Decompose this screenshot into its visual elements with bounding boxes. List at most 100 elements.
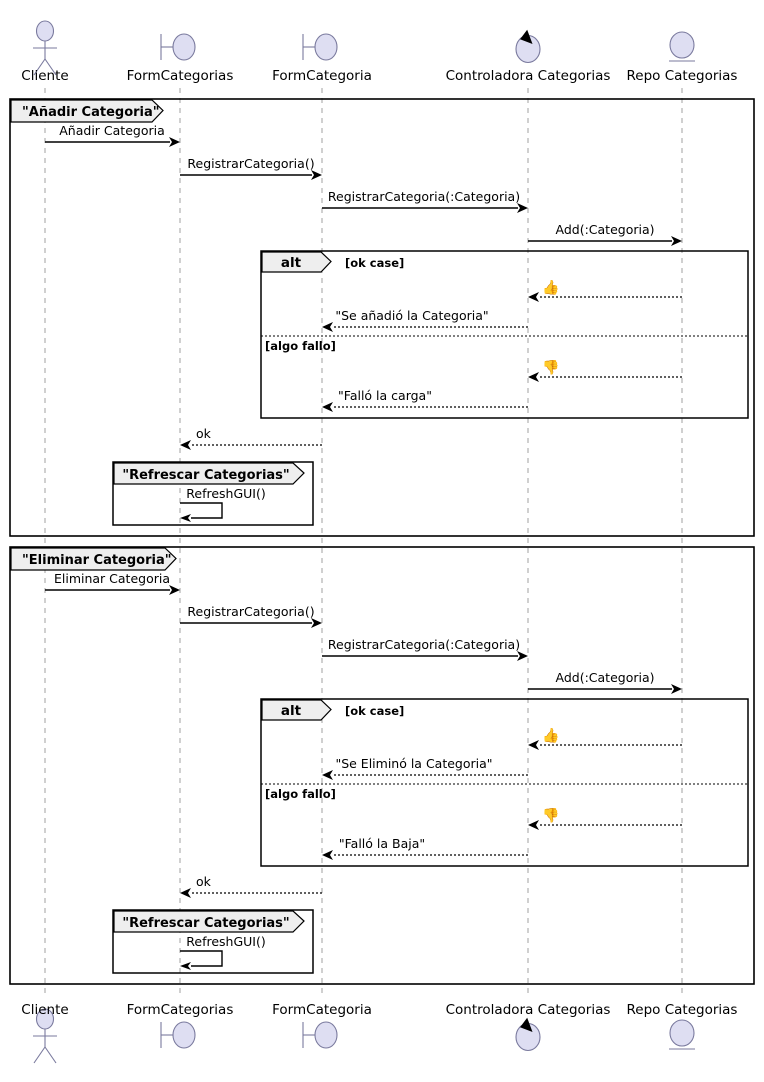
message-arrowhead-m17 <box>322 850 333 860</box>
alt-fragment-alt-anadir: alt [ok case] [algo fallo] <box>260 250 749 419</box>
message-arrowhead-m13 <box>671 684 682 694</box>
control-icon-controladora-bottom <box>515 1017 541 1052</box>
alt-guard-second-alt-eliminar: [algo fallo] <box>265 787 336 801</box>
message-arrowhead-m12 <box>517 651 528 661</box>
participant-label-repo-bottom: Repo Categorias <box>627 1002 738 1018</box>
alt-guard-first-alt-anadir: [ok case] <box>345 256 404 270</box>
fragment-title-anadir: "Añadir Categoria" <box>22 105 160 120</box>
actor-icon-cliente-top <box>33 20 57 76</box>
alt-fragments-group: alt [ok case] [algo fallo] alt [ok case] [alg… <box>260 250 749 867</box>
message-label-m6: "Se añadió la Categoria" <box>335 308 488 323</box>
thumbs-down-icon: 👎 <box>542 359 559 376</box>
participant-label-formcats-bottom: FormCategorias <box>127 1002 234 1018</box>
message-arrowhead-m18 <box>180 888 191 898</box>
message-m5: 👍 <box>528 279 682 302</box>
message-arrowhead-m8 <box>322 402 333 412</box>
participant-label-repo-top: Repo Categorias <box>627 68 738 84</box>
thumbs-up-icon: 👍 <box>542 727 559 744</box>
self-message-label-refrescar-eliminar: RefreshGUI() <box>186 934 265 949</box>
control-icon-controladora-top <box>515 29 541 64</box>
alt-guard-second-alt-anadir: [algo fallo] <box>265 339 336 353</box>
message-label-m10: Eliminar Categoria <box>54 571 170 586</box>
fragments-group: "Añadir Categoria" "Eliminar Categoria" <box>9 98 755 985</box>
message-m12: RegistrarCategoria(:Categoria) <box>322 637 528 661</box>
message-m1: Añadir Categoria <box>45 123 180 147</box>
participant-label-formcat-top: FormCategoria <box>272 68 372 84</box>
message-arrowhead-m10 <box>169 585 180 595</box>
message-arrowhead-m7 <box>528 372 539 382</box>
message-m9: ok <box>180 426 322 450</box>
fragment-anadir: "Añadir Categoria" <box>9 98 755 537</box>
entity-icon-repo-top <box>669 31 695 62</box>
message-label-m18: ok <box>196 874 212 889</box>
self-message-label-refrescar-anadir: RefreshGUI() <box>186 486 265 501</box>
message-m11: RegistrarCategoria() <box>180 604 322 628</box>
message-arrowhead-m6 <box>322 322 333 332</box>
ref-fragment-title-refrescar-anadir: "Refrescar Categorias" <box>122 468 289 483</box>
message-m13: Add(:Categoria) <box>528 670 682 694</box>
participant-label-formcats-top: FormCategorias <box>127 68 234 84</box>
message-arrowhead-m16 <box>528 820 539 830</box>
message-m8: "Falló la carga" <box>322 388 528 412</box>
message-label-m1: Añadir Categoria <box>59 123 165 138</box>
participant-label-controladora-top: Controladora Categorias <box>446 68 611 84</box>
ref-fragment-refrescar-anadir: "Refrescar Categorias" RefreshGUI() <box>112 461 314 526</box>
message-m4: Add(:Categoria) <box>528 222 682 246</box>
message-arrowhead-m2 <box>311 170 322 180</box>
ref-fragment-refrescar-eliminar: "Refrescar Categorias"RefreshGUI() <box>112 909 314 974</box>
boundary-icon-formcat-bottom <box>302 1021 338 1049</box>
message-arrowhead-m3 <box>517 203 528 213</box>
self-message-line-refrescar-eliminar <box>180 950 223 967</box>
alt-fragment-alt-eliminar: alt [ok case] [algo fallo] <box>260 698 749 867</box>
boundary-icon-formcat-top <box>302 33 338 61</box>
message-m15: "Se Eliminó la Categoria" <box>322 756 528 780</box>
actor-icon-cliente-bottom <box>33 1008 57 1064</box>
message-m6: "Se añadió la Categoria" <box>322 308 528 332</box>
message-label-m17: "Falló la Baja" <box>339 836 425 851</box>
message-arrowhead-m5 <box>528 292 539 302</box>
boundary-icon-formcats-top <box>160 33 196 61</box>
alt-guard-first-alt-eliminar: [ok case] <box>345 704 404 718</box>
message-arrowhead-m9 <box>180 440 191 450</box>
self-message-line-refrescar-anadir <box>180 502 223 519</box>
participant-label-cliente-top: Cliente <box>21 68 68 84</box>
message-arrowhead-m4 <box>671 236 682 246</box>
thumbs-down-icon: 👎 <box>542 807 559 824</box>
message-m10: Eliminar Categoria <box>45 571 180 595</box>
message-label-m3: RegistrarCategoria(:Categoria) <box>328 189 520 204</box>
fragment-eliminar: "Eliminar Categoria" <box>9 546 755 985</box>
message-m17: "Falló la Baja" <box>322 836 528 860</box>
boundary-icon-formcats-bottom <box>160 1021 196 1049</box>
participants-header-group: Cliente FormCategorias FormCategoria Contro… <box>21 20 738 84</box>
message-arrowhead-m11 <box>311 618 322 628</box>
entity-icon-repo-bottom <box>669 1019 695 1050</box>
participant-label-cliente-bottom: Cliente <box>21 1002 68 1018</box>
message-label-m8: "Falló la carga" <box>338 388 432 403</box>
lifelines-group <box>44 88 683 996</box>
alt-keyword-alt-anadir: alt <box>281 255 302 271</box>
message-arrowhead-m1 <box>169 137 180 147</box>
message-label-m9: ok <box>196 426 212 441</box>
message-m18: ok <box>180 874 322 898</box>
alt-keyword-alt-eliminar: alt <box>281 703 302 719</box>
participant-label-controladora-bottom: Controladora Categorias <box>446 1002 611 1018</box>
self-message-arrowhead-refrescar-anadir <box>180 514 191 522</box>
fragment-title-eliminar: "Eliminar Categoria" <box>22 553 172 568</box>
message-m14: 👍 <box>528 727 682 750</box>
ref-fragments-group: "Refrescar Categorias"RefreshGUI()"Refre… <box>112 461 314 974</box>
message-label-m2: RegistrarCategoria() <box>187 156 314 171</box>
message-label-m12: RegistrarCategoria(:Categoria) <box>328 637 520 652</box>
message-label-m15: "Se Eliminó la Categoria" <box>335 756 492 771</box>
thumbs-up-icon: 👍 <box>542 279 559 296</box>
self-message-arrowhead-refrescar-eliminar <box>180 962 191 970</box>
message-m2: RegistrarCategoria() <box>180 156 322 180</box>
message-label-m4: Add(:Categoria) <box>556 222 655 237</box>
message-m3: RegistrarCategoria(:Categoria) <box>322 189 528 213</box>
message-arrowhead-m14 <box>528 740 539 750</box>
message-label-m11: RegistrarCategoria() <box>187 604 314 619</box>
message-m16: 👎 <box>528 807 682 830</box>
